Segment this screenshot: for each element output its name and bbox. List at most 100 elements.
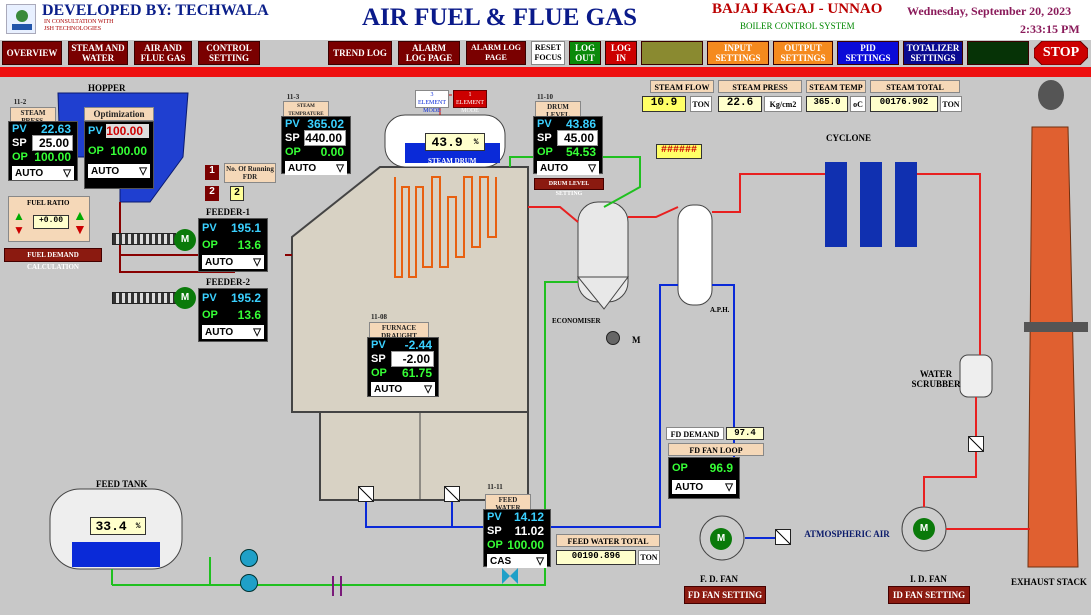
id-fan-label: I. D. FAN bbox=[910, 574, 947, 584]
nav-reset-focus[interactable]: RESET FOCUS bbox=[531, 41, 565, 65]
chevron-down-icon: ▽ bbox=[336, 162, 344, 174]
drum-level-setting-button[interactable]: DRUM LEVEL SETTING bbox=[534, 178, 604, 197]
steam-temp-pv: 365.02 bbox=[307, 117, 344, 131]
feeder-2-mode-select[interactable]: AUTO▽ bbox=[202, 325, 264, 339]
feeder-2-screw-icon bbox=[112, 292, 176, 304]
control-valve-icon[interactable] bbox=[502, 568, 518, 584]
optimization-title: Optimization bbox=[84, 107, 154, 121]
feed-tank-level: 33.4% bbox=[90, 517, 146, 535]
feed-water-tag: 11-11 bbox=[487, 483, 503, 491]
process-diagram bbox=[49, 92, 1088, 586]
steam-total-label: STEAM TOTAL bbox=[870, 80, 960, 93]
furnace-sp[interactable]: -2.00 bbox=[391, 351, 434, 367]
furnace-pv: -2.44 bbox=[404, 338, 432, 352]
fuel-ratio-down-icon-2[interactable]: ▼ bbox=[73, 221, 87, 237]
fuel-ratio-up-icon-2[interactable]: ▲ bbox=[73, 207, 87, 223]
steam-press-sp[interactable]: 25.00 bbox=[32, 135, 73, 151]
chevron-down-icon: ▽ bbox=[725, 481, 733, 493]
steam-total-value: 00176.902 bbox=[870, 96, 938, 112]
steam-flow-value: 10.9 bbox=[642, 96, 686, 112]
drum-level-sp[interactable]: 45.00 bbox=[557, 130, 598, 146]
damper-icon-4[interactable] bbox=[775, 529, 791, 545]
steam-press-op: 100.00 bbox=[34, 150, 71, 164]
nav-input-settings[interactable]: INPUT SETTINGS bbox=[707, 41, 769, 65]
optimization-pv[interactable]: 100.00 bbox=[106, 124, 149, 138]
fdr-count-1[interactable]: 1 bbox=[205, 165, 219, 180]
feeder-1-title: FEEDER-1 bbox=[206, 207, 251, 217]
chevron-down-icon: ▽ bbox=[424, 383, 432, 395]
nav-log-out[interactable]: LOG OUT bbox=[569, 41, 601, 65]
id-fan-motor-icon: M bbox=[913, 518, 935, 540]
time-label: 2:33:15 PM bbox=[1020, 22, 1080, 36]
chevron-down-icon: ▽ bbox=[536, 555, 544, 567]
nav-totalizer-settings[interactable]: TOTALIZER SETTINGS bbox=[903, 41, 963, 65]
feeder-1-motor-icon: M bbox=[174, 229, 196, 251]
fuel-ratio-value[interactable]: +0.00 bbox=[33, 215, 69, 229]
developer-label: DEVELOPED BY: TECHWALA bbox=[42, 2, 269, 19]
nav-steam-water[interactable]: STEAM AND WATER bbox=[68, 41, 128, 65]
steam-temp-sp[interactable]: 440.00 bbox=[304, 130, 346, 146]
economiser-motor-icon bbox=[606, 331, 620, 345]
chevron-down-icon: ▽ bbox=[588, 162, 596, 174]
nav-control-setting[interactable]: CONTROL SETTING bbox=[198, 41, 260, 65]
damper-icon-3[interactable] bbox=[968, 436, 984, 452]
fuel-ratio-down-icon[interactable]: ▼ bbox=[13, 223, 25, 237]
consult-line1: IN CONSULTATION WITH bbox=[44, 19, 114, 25]
feeder-2-title: FEEDER-2 bbox=[206, 277, 251, 287]
fd-fan-loop-label: FD FAN LOOP bbox=[668, 443, 764, 456]
nav-output-settings[interactable]: OUTPUT SETTINGS bbox=[773, 41, 833, 65]
fd-fan-motor-icon: M bbox=[710, 528, 732, 550]
fuel-demand-button[interactable]: FUEL DEMAND CALCULATION bbox=[4, 248, 102, 271]
steam-press-mode-select[interactable]: AUTO▽ bbox=[12, 166, 74, 180]
exhaust-stack-label: EXHAUST STACK bbox=[1011, 577, 1087, 587]
steam-temp-mode-select[interactable]: AUTO▽ bbox=[285, 161, 347, 175]
feed-tank-label: FEED TANK bbox=[96, 479, 148, 489]
damper-icon-1[interactable] bbox=[358, 486, 374, 502]
one-element-mode-button[interactable]: 1 ELEMENT MODE bbox=[453, 90, 487, 114]
fd-fan-label: F. D. FAN bbox=[700, 574, 738, 584]
fuel-ratio-up-icon[interactable]: ▲ bbox=[13, 209, 25, 223]
id-fan-setting-button[interactable]: ID FAN SETTING bbox=[888, 586, 970, 604]
fd-fan-setting-button[interactable]: FD FAN SETTING bbox=[684, 586, 766, 604]
furnace-mode-select[interactable]: AUTO▽ bbox=[371, 382, 435, 396]
hash-display: ###### bbox=[656, 144, 702, 159]
system-label: BOILER CONTROL SYSTEM bbox=[740, 21, 855, 31]
nav-air-flue[interactable]: AIR AND FLUE GAS bbox=[134, 41, 192, 65]
nav-pid-settings[interactable]: PID SETTINGS bbox=[837, 41, 899, 65]
chevron-down-icon: ▽ bbox=[139, 165, 147, 177]
feed-water-pv: 14.12 bbox=[513, 510, 544, 524]
feeder-1-mode-select[interactable]: AUTO▽ bbox=[202, 255, 264, 269]
nav-log-in[interactable]: LOG IN bbox=[605, 41, 637, 65]
pump-icon-2[interactable] bbox=[240, 574, 258, 592]
drum-level-mode-select[interactable]: AUTO▽ bbox=[537, 161, 599, 175]
fd-fan-mode-select[interactable]: AUTO▽ bbox=[672, 480, 736, 494]
nav-alarm-log-page-2[interactable]: ALARM LOG PAGE bbox=[466, 41, 526, 65]
nav-trend-log[interactable]: TREND LOG bbox=[328, 41, 392, 65]
chevron-down-icon: ▽ bbox=[63, 167, 71, 179]
stop-button[interactable]: STOP bbox=[1033, 40, 1089, 66]
date-label: Wednesday, September 20, 2023 bbox=[907, 4, 1072, 18]
nav-alarm-log-page[interactable]: ALARM LOG PAGE bbox=[398, 41, 460, 65]
consult-line2: JSH TECHNOLOGIES bbox=[44, 26, 102, 32]
feed-water-mode-select[interactable]: CAS▽ bbox=[487, 554, 547, 568]
optimization-mode-select[interactable]: AUTO▽ bbox=[88, 164, 150, 178]
feed-water-sp[interactable]: 11.02 bbox=[514, 524, 544, 538]
fd-demand-value: 97.4 bbox=[726, 427, 764, 440]
chevron-down-icon: ▽ bbox=[253, 326, 261, 338]
steam-press-label: STEAM PRESS bbox=[718, 80, 802, 93]
damper-icon-2[interactable] bbox=[444, 486, 460, 502]
hopper-label: HOPPER bbox=[88, 83, 126, 93]
three-element-mode-button[interactable]: 3 ELEMENT MODE bbox=[415, 90, 449, 114]
nav-overview[interactable]: OVERVIEW bbox=[2, 41, 62, 65]
fdr-count-2[interactable]: 2 bbox=[205, 186, 219, 201]
pump-icon-1[interactable] bbox=[240, 549, 258, 567]
